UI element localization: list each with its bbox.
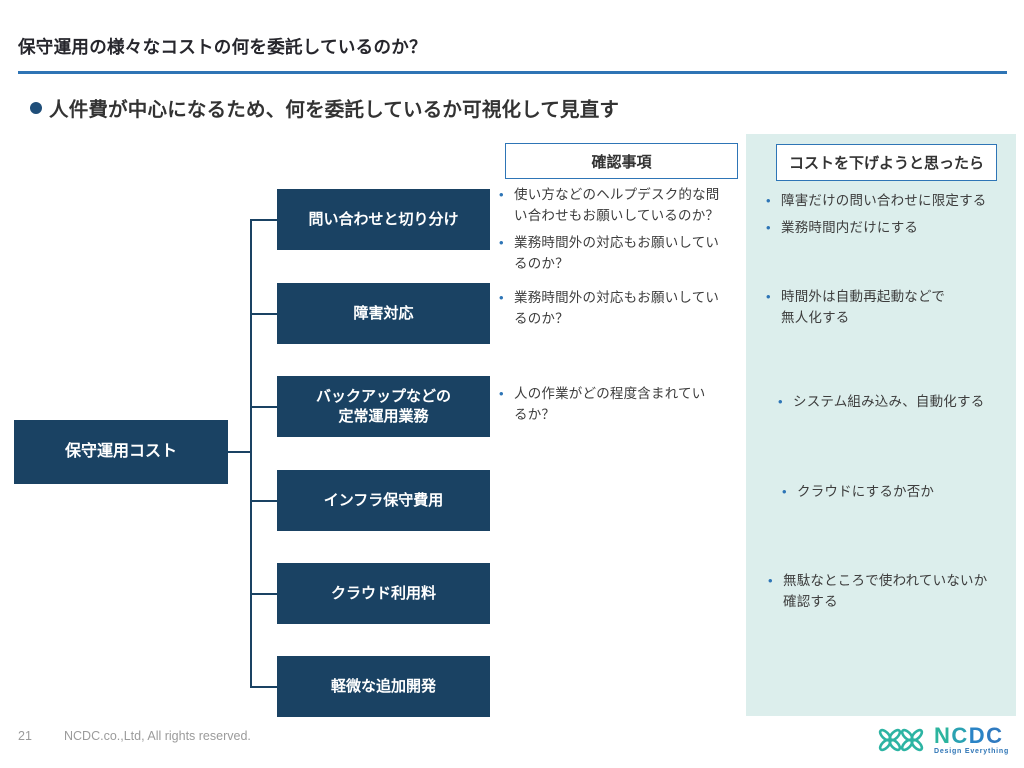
list-item-text: 業務時間外の対応もお願いしてい るのか？ bbox=[514, 235, 720, 271]
list-bullet-icon: • bbox=[499, 187, 504, 202]
list-item: • 業務時間内だけにする bbox=[764, 217, 1016, 238]
list-bullet-icon: • bbox=[499, 290, 504, 305]
list-bullet-icon: • bbox=[499, 235, 504, 250]
logo-tagline: Design Everything bbox=[934, 748, 1010, 755]
list-item: • 時間外は自動再起動などで 無人化する bbox=[764, 286, 1016, 328]
branch-box-devadd: 軽微な追加開発 bbox=[277, 656, 490, 717]
list-item-text: 使い方などのヘルプデスク的な問 い合わせもお願いしているのか？ bbox=[514, 187, 720, 223]
list-item-text: 業務時間外の対応もお願いしてい るのか？ bbox=[514, 290, 720, 326]
logo-letters: NCDC bbox=[934, 725, 1004, 747]
list-bullet-icon: • bbox=[499, 386, 504, 401]
list-item-text: 無駄なところで使われていないか 確認する bbox=[783, 573, 988, 609]
tree-branch-connector bbox=[250, 313, 277, 315]
ncdc-clover-icon bbox=[878, 728, 924, 752]
check-group-3: • 人の作業がどの程度含まれてい るか？ bbox=[497, 383, 743, 425]
branch-box-cloud: クラウド利用料 bbox=[277, 563, 490, 624]
branch-box-infra: インフラ保守費用 bbox=[277, 470, 490, 531]
tree-branch-connector bbox=[250, 219, 277, 221]
branch-box-inquiry: 問い合わせと切り分け bbox=[277, 189, 490, 250]
list-item: • 業務時間外の対応もお願いしてい るのか？ bbox=[497, 287, 743, 329]
list-bullet-icon: • bbox=[766, 220, 771, 235]
logo-letter: C bbox=[951, 723, 969, 748]
list-item: • 使い方などのヘルプデスク的な問 い合わせもお願いしているのか？ bbox=[497, 184, 743, 226]
branch-box-failure: 障害対応 bbox=[277, 283, 490, 344]
list-item-text: 業務時間内だけにする bbox=[781, 220, 919, 235]
list-item-text: 障害だけの問い合わせに限定する bbox=[781, 193, 987, 208]
check-column-header-label: 確認事項 bbox=[591, 153, 652, 171]
check-column-header: 確認事項 bbox=[505, 143, 738, 179]
ncdc-logo: NCDC Design Everything bbox=[876, 720, 1009, 760]
tree-vertical-connector bbox=[250, 219, 252, 688]
list-item: • クラウドにするか否か bbox=[780, 481, 1016, 502]
copyright-text: NCDC.co.,Ltd, All rights reserved. bbox=[64, 729, 251, 743]
subtitle-row: 人件費が中心になるため、何を委託しているか可視化して見直す bbox=[30, 93, 619, 122]
list-bullet-icon: • bbox=[768, 573, 773, 588]
subtitle-text: 人件費が中心になるため、何を委託しているか可視化して見直す bbox=[49, 99, 620, 121]
logo-letter: C bbox=[986, 723, 1004, 748]
reduce-group-4: • クラウドにするか否か bbox=[780, 481, 1016, 502]
reduce-group-2: • 時間外は自動再起動などで 無人化する bbox=[764, 286, 1016, 328]
tree-branch-connector bbox=[250, 686, 277, 688]
check-group-2: • 業務時間外の対応もお願いしてい るのか？ bbox=[497, 287, 743, 329]
reduce-column-header: コストを下げようと思ったら bbox=[776, 144, 997, 181]
tree-branch-connector bbox=[250, 500, 277, 502]
list-bullet-icon: • bbox=[766, 193, 771, 208]
list-bullet-icon: • bbox=[766, 289, 771, 304]
reduce-column-header-label: コストを下げようと思ったら bbox=[788, 155, 984, 172]
cost-reduction-panel bbox=[746, 134, 1016, 716]
reduce-group-5: • 無駄なところで使われていないか 確認する bbox=[766, 570, 1016, 612]
page-number: 21 bbox=[18, 729, 32, 743]
tree-root-connector bbox=[228, 451, 252, 453]
list-item-text: システム組み込み、自動化する bbox=[793, 394, 985, 409]
list-item: • 無駄なところで使われていないか 確認する bbox=[766, 570, 1016, 612]
page-title: 保守運用の様々なコストの何を委託しているのか？ bbox=[18, 37, 427, 57]
list-item-text: クラウドにするか否か bbox=[797, 484, 935, 499]
list-item: • 障害だけの問い合わせに限定する bbox=[764, 190, 1016, 211]
list-bullet-icon: • bbox=[782, 484, 787, 499]
check-group-1: • 使い方などのヘルプデスク的な問 い合わせもお願いしているのか？ • 業務時間… bbox=[497, 184, 743, 274]
logo-letter: N bbox=[934, 723, 952, 748]
list-item: • 業務時間外の対応もお願いしてい るのか？ bbox=[497, 232, 743, 274]
logo-text: NCDC Design Everything bbox=[934, 725, 1010, 756]
title-divider bbox=[18, 71, 1007, 74]
tree-root-box: 保守運用コスト bbox=[14, 420, 228, 484]
reduce-group-3: • システム組み込み、自動化する bbox=[776, 391, 1016, 412]
list-item: • 人の作業がどの程度含まれてい るか？ bbox=[497, 383, 743, 425]
list-bullet-icon: • bbox=[778, 394, 783, 409]
list-item-text: 時間外は自動再起動などで 無人化する bbox=[781, 289, 946, 325]
reduce-group-1: • 障害だけの問い合わせに限定する • 業務時間内だけにする bbox=[764, 190, 1016, 238]
tree-branch-connector bbox=[250, 406, 277, 408]
list-item: • システム組み込み、自動化する bbox=[776, 391, 1016, 412]
bullet-circle-icon bbox=[30, 101, 42, 114]
tree-branch-connector bbox=[250, 593, 277, 595]
branch-box-backup: バックアップなどの 定常運用業務 bbox=[277, 376, 490, 437]
logo-letter: D bbox=[968, 723, 987, 748]
list-item-text: 人の作業がどの程度含まれてい るか？ bbox=[514, 386, 706, 422]
